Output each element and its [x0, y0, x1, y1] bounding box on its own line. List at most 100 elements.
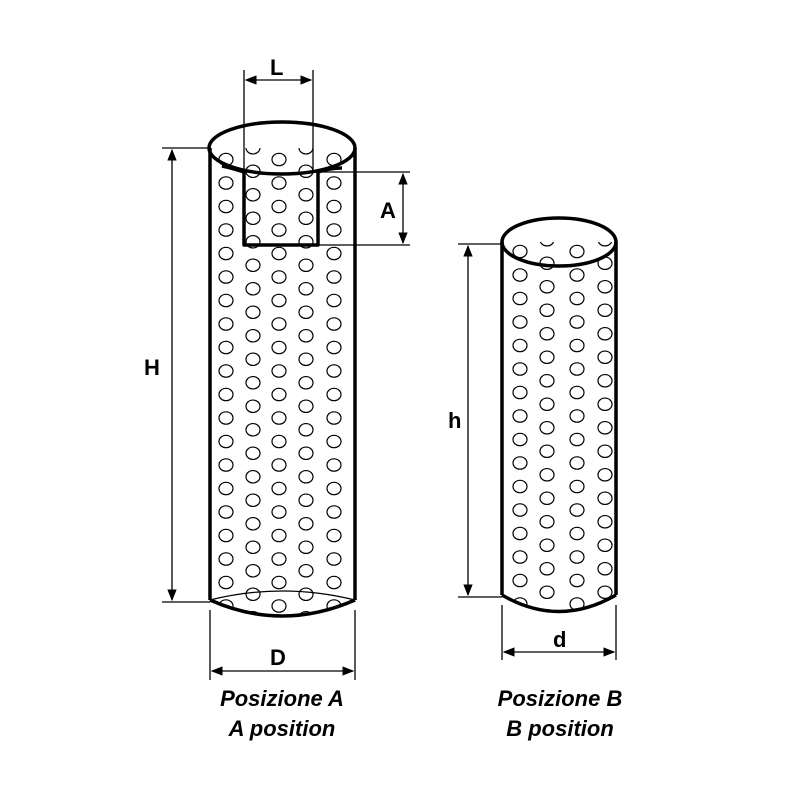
perforation-hole — [271, 317, 287, 331]
perforation-hole — [569, 597, 585, 610]
perforation-hole — [326, 364, 342, 378]
perforation-hole — [597, 350, 613, 365]
dimension-small-d: d — [501, 605, 617, 660]
filter-b-body — [500, 242, 618, 595]
perforation-hole — [539, 326, 555, 341]
perforation-hole — [597, 608, 613, 610]
perforation-hole — [218, 199, 234, 214]
perforation-hole — [271, 552, 287, 566]
perforation-hole — [218, 340, 234, 355]
perforation-hole — [298, 211, 314, 226]
perforation-hole — [218, 575, 234, 590]
dimension-small-h-label: h — [448, 408, 461, 433]
perforation-hole — [245, 469, 261, 484]
perforation-hole — [512, 409, 528, 423]
perforation-hole — [326, 528, 342, 543]
filter-a: L A H D Posizione A A position — [144, 55, 410, 741]
filter-a-bottom-back — [209, 590, 356, 601]
dimension-h: H — [144, 147, 210, 603]
perforation-hole — [539, 444, 555, 459]
filter-a-body — [208, 148, 357, 600]
perforation-hole — [298, 446, 314, 461]
perforation-hole — [512, 268, 528, 282]
perforation-hole — [298, 516, 314, 531]
caption-a-english: A position — [228, 716, 336, 741]
perforation-hole — [569, 385, 585, 400]
perforation-hole — [218, 317, 234, 331]
perforation-hole — [512, 315, 528, 329]
perforation-hole — [218, 270, 234, 284]
perforation-hole — [326, 199, 342, 214]
perforation-hole — [569, 479, 585, 494]
perforation-hole — [539, 420, 555, 435]
perforation-hole — [271, 599, 287, 613]
perforation-hole — [298, 328, 314, 343]
perforation-hole — [245, 516, 261, 531]
perforation-hole — [298, 148, 314, 155]
perforation-hole — [569, 338, 585, 353]
perforation-hole — [326, 270, 342, 284]
perforation-hole — [271, 246, 287, 261]
filter-b-bottom-arc — [501, 593, 617, 614]
perforation-hole — [218, 505, 234, 519]
perforation-hole — [245, 399, 261, 414]
dimension-small-d-label: d — [553, 627, 566, 652]
perforation-hole — [512, 479, 528, 494]
perforation-hole — [218, 434, 234, 449]
perforation-hole — [569, 456, 585, 470]
perforation-hole — [218, 387, 234, 402]
perforation-hole — [218, 176, 234, 190]
perforation-hole — [298, 281, 314, 296]
perforation-hole — [298, 258, 314, 273]
dimension-d: D — [209, 610, 356, 680]
perforation-hole — [218, 364, 234, 378]
perforation-hole — [512, 385, 528, 400]
perforation-hole — [539, 303, 555, 318]
perforation-hole — [326, 411, 342, 425]
perforation-hole — [597, 279, 613, 294]
perforation-hole — [271, 481, 287, 496]
perforation-hole — [597, 467, 613, 482]
dimension-h-label: H — [144, 355, 160, 380]
dimension-a: A — [318, 171, 410, 246]
perforation-hole — [569, 291, 585, 306]
perforation-hole — [512, 338, 528, 353]
perforation-hole — [569, 432, 585, 447]
perforation-hole — [539, 242, 555, 247]
perforation-hole — [326, 458, 342, 472]
perforation-hole — [245, 446, 261, 461]
perforation-hole — [271, 176, 287, 190]
perforation-hole — [569, 315, 585, 329]
perforation-hole — [597, 242, 613, 247]
perforation-hole — [245, 258, 261, 273]
perforation-hole — [512, 573, 528, 588]
perforation-hole — [569, 573, 585, 588]
perforation-hole — [245, 281, 261, 296]
perforation-hole — [569, 526, 585, 541]
perforation-hole — [326, 552, 342, 566]
perforation-hole — [597, 420, 613, 435]
perforation-hole — [326, 434, 342, 449]
perforation-hole — [218, 293, 234, 308]
perforation-hole — [539, 373, 555, 388]
perforation-hole — [245, 422, 261, 437]
perforation-hole — [597, 538, 613, 553]
dimension-a-label: A — [380, 198, 396, 223]
perforation-hole — [271, 387, 287, 402]
perforation-hole — [326, 575, 342, 590]
perforation-hole — [298, 187, 314, 202]
perforation-hole — [271, 411, 287, 425]
perforation-hole — [597, 373, 613, 388]
perforation-hole — [539, 467, 555, 482]
perforation-hole — [597, 397, 613, 412]
perforation-hole — [245, 375, 261, 390]
perforation-hole — [597, 585, 613, 600]
perforation-hole — [298, 375, 314, 390]
perforation-hole — [569, 409, 585, 423]
perforation-hole — [245, 587, 261, 602]
filter-a-bottom-arc — [209, 598, 356, 618]
perforation-hole — [326, 246, 342, 261]
perforation-hole — [539, 561, 555, 576]
perforation-hole — [245, 148, 261, 155]
perforation-hole — [539, 397, 555, 412]
